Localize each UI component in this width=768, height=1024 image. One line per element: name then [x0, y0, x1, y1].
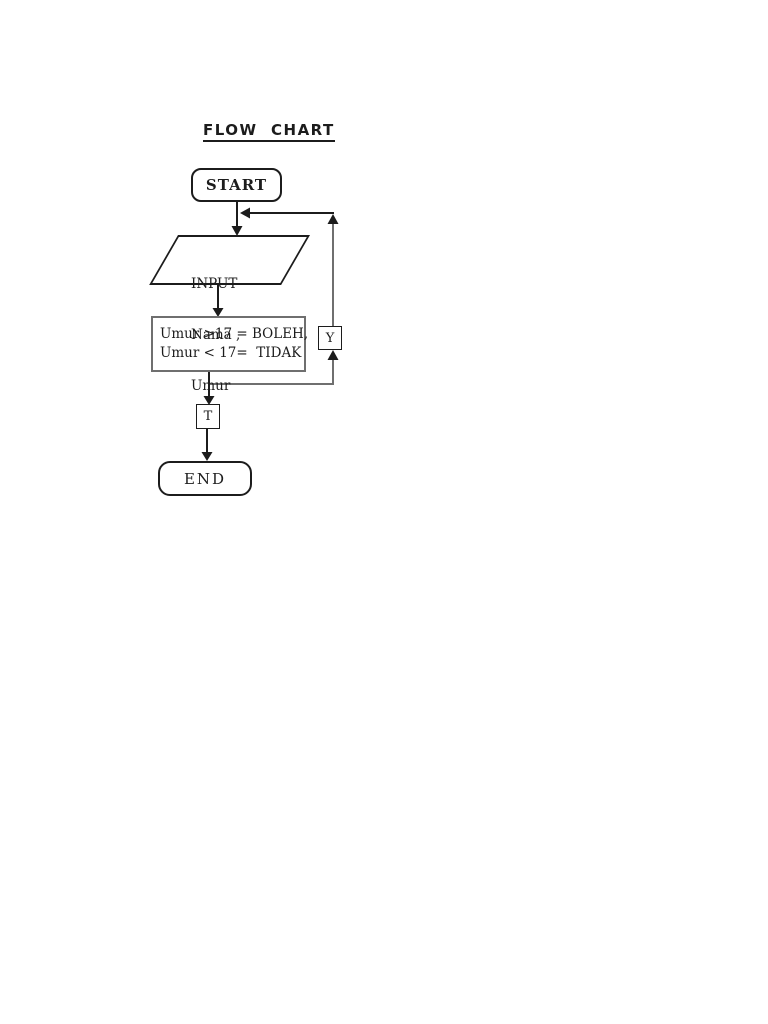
arrowhead-into-t-box: [203, 396, 215, 405]
arrowhead-into-y-box: [327, 350, 339, 360]
arrowhead-into-process: [212, 308, 224, 317]
arrowhead-feedback-top-up: [327, 214, 339, 224]
flowchart-node-process: Umur >17 = BOLEH, Umur < 17= TIDAK: [151, 316, 309, 372]
branch-yes-label: Y: [325, 330, 335, 346]
flowchart-node-branch-yes: Y: [318, 326, 342, 350]
input-line-2: Nama ,: [191, 327, 241, 343]
branch-true-label: T: [203, 409, 213, 424]
flowchart-node-input-text: INPUT Nama , Umur: [191, 242, 240, 429]
flowchart-node-branch-true: T: [196, 404, 220, 429]
end-label: END: [183, 469, 227, 488]
process-line-1: Umur >17 = BOLEH,: [160, 326, 309, 342]
page-title: FLOW CHART: [203, 121, 335, 142]
arrowhead-into-input: [231, 226, 243, 236]
input-line-3: Umur: [191, 378, 231, 394]
arrowhead-feedback-left: [240, 207, 250, 219]
process-line-2: Umur < 17= TIDAK: [160, 345, 302, 361]
input-line-1: INPUT: [191, 276, 238, 292]
arrowhead-into-end: [201, 452, 213, 461]
flowchart-node-start: START: [191, 168, 282, 202]
flowchart-node-end: END: [158, 461, 252, 496]
start-label: START: [205, 176, 268, 194]
